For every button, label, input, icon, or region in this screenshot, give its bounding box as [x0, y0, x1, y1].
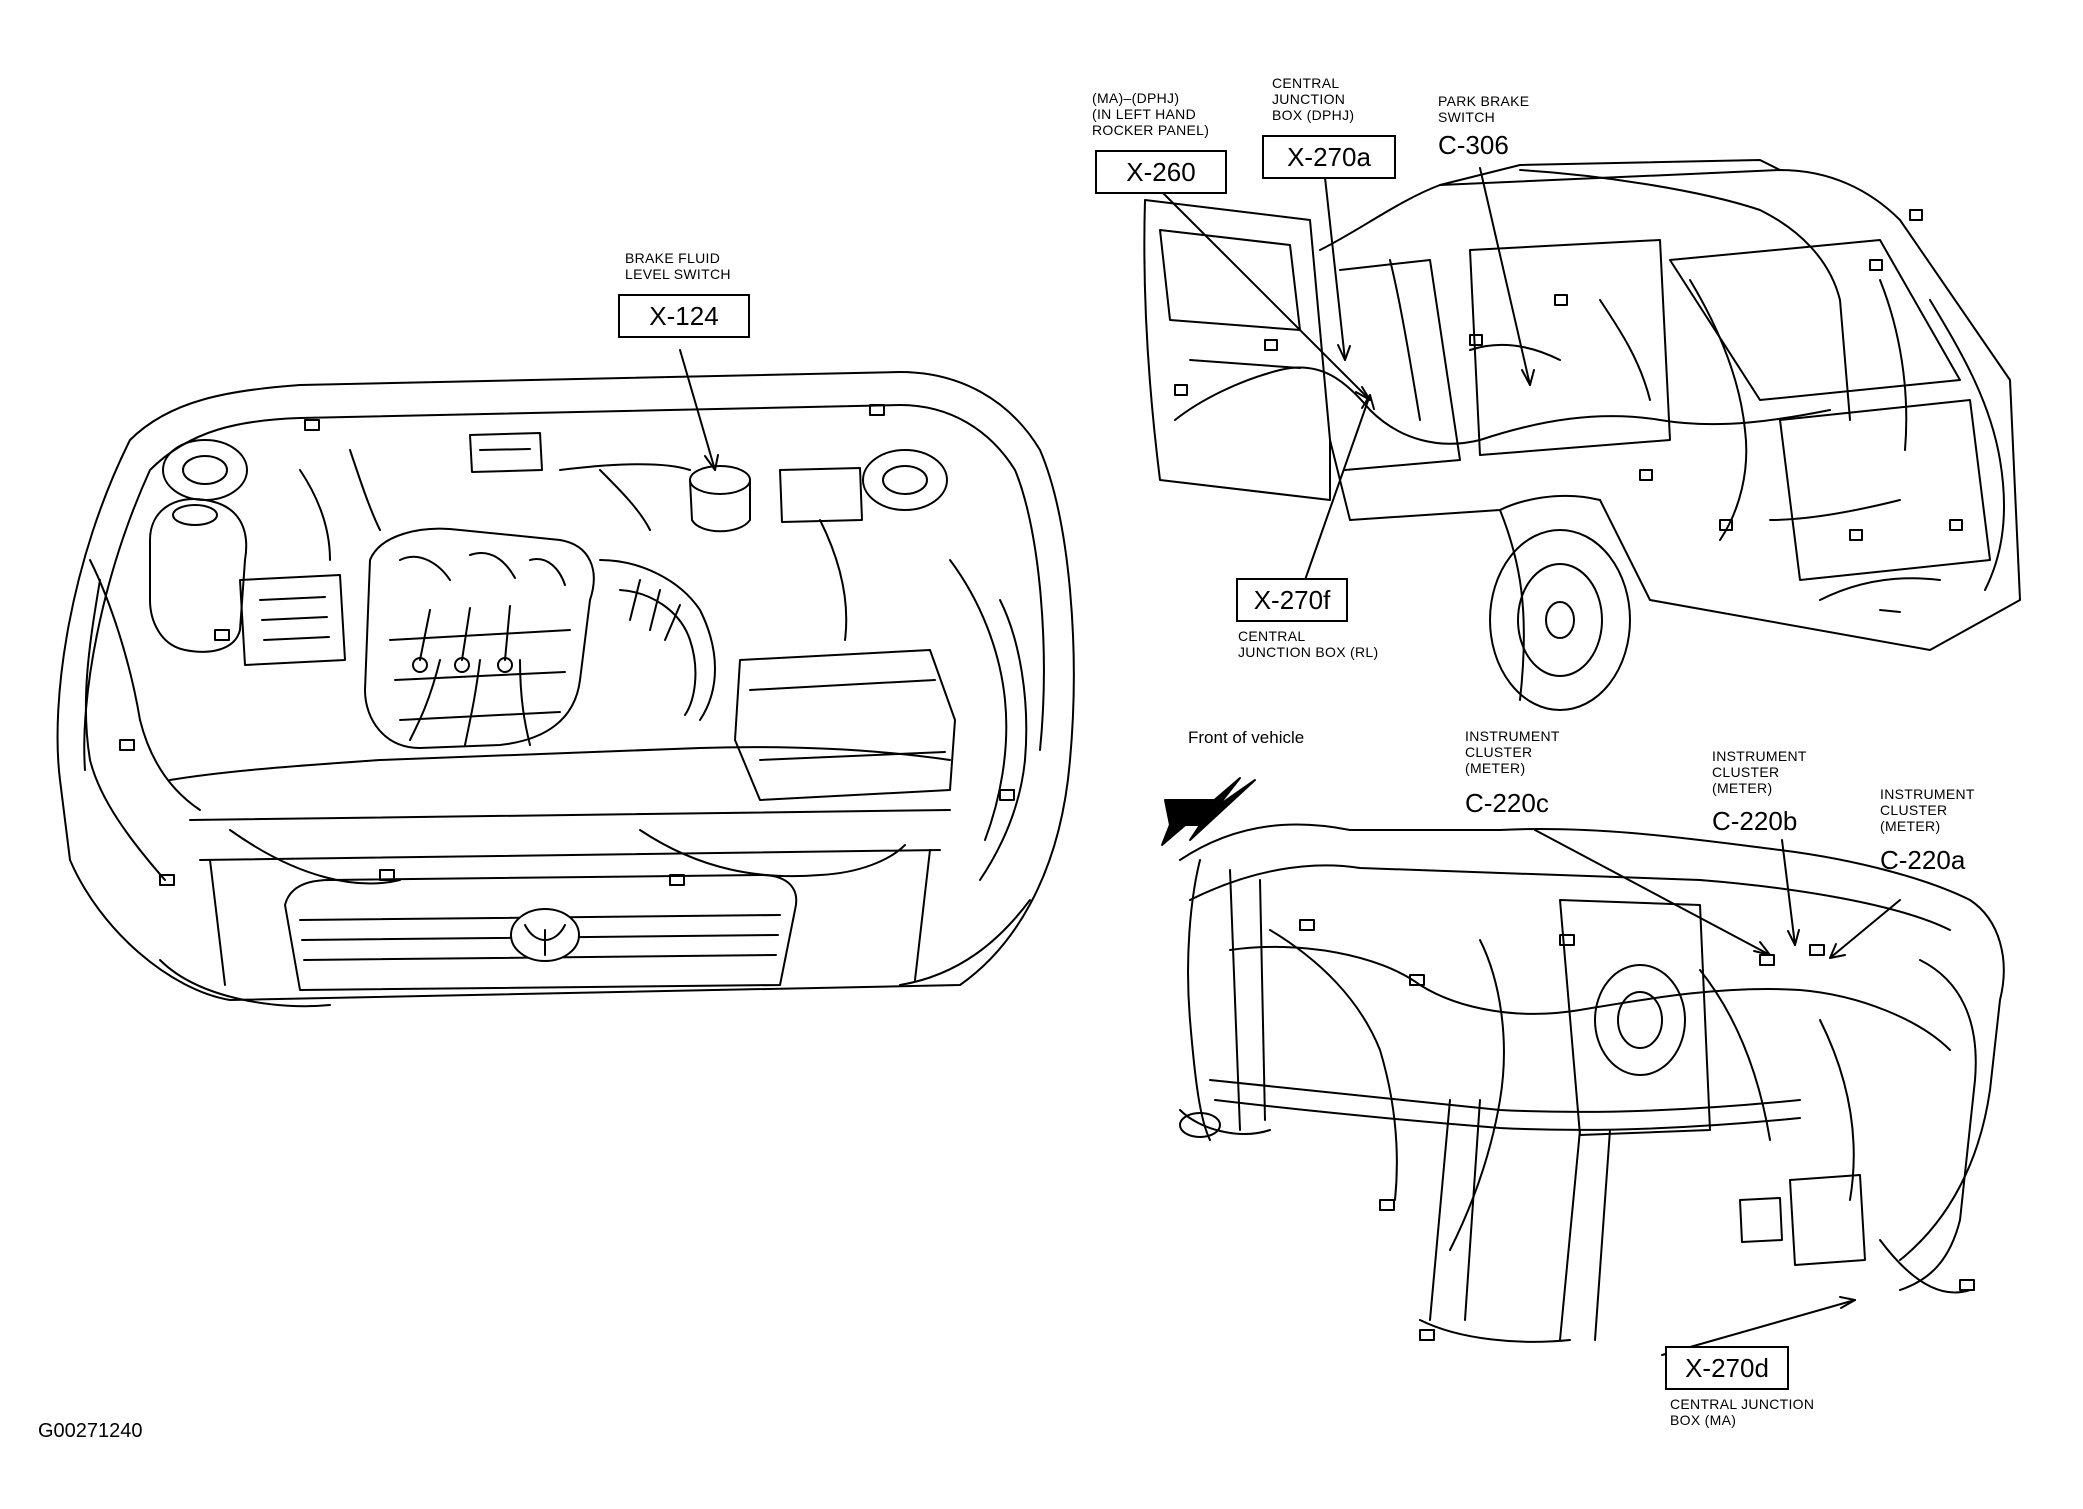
callout-label-c220c: C-220c — [1465, 788, 1549, 818]
callout-box-x270a: X-270a — [1262, 135, 1396, 179]
x124-caption: BRAKE FLUID LEVEL SWITCH — [625, 250, 731, 282]
caption-line: JUNCTION — [1272, 91, 1346, 107]
callout-label-c220a: C-220a — [1880, 845, 1966, 875]
caption-line: PARK BRAKE — [1438, 93, 1530, 109]
x270a-caption: CENTRAL JUNCTION BOX (DPHJ) — [1272, 75, 1354, 123]
caption-line: LEVEL SWITCH — [625, 266, 731, 282]
caption-line: BRAKE FLUID — [625, 250, 721, 266]
c306-caption: PARK BRAKE SWITCH — [1438, 93, 1529, 125]
callout-box-x270f: X-270f — [1236, 578, 1348, 622]
caption-line: BOX (MA) — [1670, 1412, 1737, 1428]
callout-label-c220b: C-220b — [1712, 806, 1798, 836]
dashboard-drawing — [1161, 777, 2005, 1356]
caption-line: INSTRUMENT — [1880, 786, 1975, 802]
figure-id: G00271240 — [38, 1420, 143, 1442]
caption-line: CENTRAL — [1238, 628, 1306, 644]
callout-box-x260: X-260 — [1095, 150, 1227, 194]
caption-line: BOX (DPHJ) — [1272, 107, 1355, 123]
front-of-vehicle-label: Front of vehicle — [1188, 728, 1305, 747]
caption-line: ROCKER PANEL) — [1092, 122, 1210, 138]
c220c-caption: INSTRUMENT CLUSTER (METER) — [1465, 728, 1560, 776]
c220b-caption: INSTRUMENT CLUSTER (METER) — [1712, 748, 1807, 796]
caption-line: CENTRAL — [1272, 75, 1340, 91]
caption-line: INSTRUMENT — [1712, 748, 1807, 764]
callout-box-x124: X-124 — [618, 294, 750, 338]
caption-line: JUNCTION BOX (RL) — [1238, 644, 1379, 660]
x260-caption: (MA)–(DPHJ) (IN LEFT HAND ROCKER PANEL) — [1092, 90, 1209, 138]
rear-body-drawing — [1143, 149, 2021, 711]
caption-line: CLUSTER — [1880, 802, 1948, 818]
caption-line: CLUSTER — [1712, 764, 1780, 780]
caption-line: INSTRUMENT — [1465, 728, 1560, 744]
engine-bay-drawing — [56, 349, 1075, 1008]
caption-line: (METER) — [1712, 780, 1773, 796]
c220a-caption: INSTRUMENT CLUSTER (METER) — [1880, 786, 1975, 834]
caption-line: CENTRAL JUNCTION — [1670, 1396, 1815, 1412]
caption-line: (METER) — [1880, 818, 1941, 834]
caption-line: (METER) — [1465, 760, 1526, 776]
callout-box-x270d: X-270d — [1665, 1346, 1789, 1390]
x270f-caption: CENTRAL JUNCTION BOX (RL) — [1238, 628, 1378, 660]
caption-line: CLUSTER — [1465, 744, 1533, 760]
caption-line: (MA)–(DPHJ) — [1092, 90, 1180, 106]
caption-line: SWITCH — [1438, 109, 1496, 125]
caption-line: (IN LEFT HAND — [1092, 106, 1196, 122]
x270d-caption: CENTRAL JUNCTION BOX (MA) — [1670, 1396, 1814, 1428]
callout-label-c306: C-306 — [1438, 130, 1509, 160]
